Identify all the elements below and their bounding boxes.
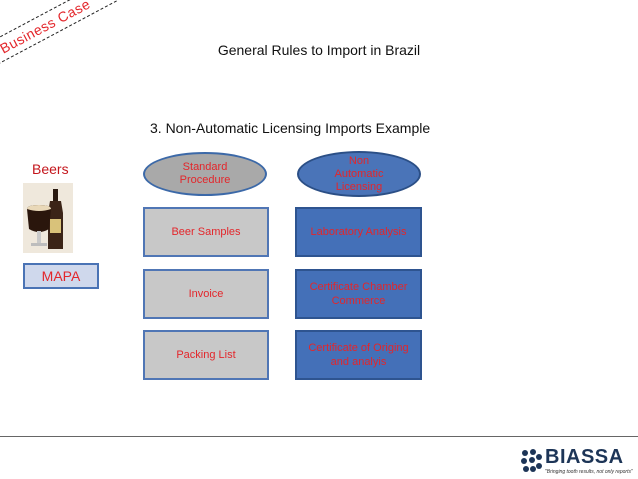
- logo-name: BIASSA: [545, 446, 624, 468]
- licensing-item-laboratory-analysis: Laboratory Analysis: [295, 207, 422, 257]
- standard-procedure-header: Standard Procedure: [143, 152, 267, 196]
- logo-tagline: "Bringing tooth results, not only report…: [545, 469, 633, 475]
- standard-item-label: Invoice: [188, 288, 224, 300]
- standard-item-label: Packing List: [176, 349, 236, 361]
- section-subtitle: 3. Non-Automatic Licensing Imports Examp…: [150, 120, 431, 136]
- licensing-item-label: Certificate Chamber Commerce: [309, 281, 408, 307]
- standard-item-beer-samples: Beer Samples: [143, 207, 269, 257]
- standard-item-invoice: Invoice: [143, 269, 269, 319]
- non-automatic-label: Non Automatic Licensing: [334, 154, 384, 193]
- agency-box: MAPA: [23, 263, 99, 289]
- footer-divider: [0, 436, 638, 437]
- licensing-item-certificate-chamber: Certificate Chamber Commerce: [295, 269, 422, 319]
- licensing-item-certificate-origin: Certificate of Origing and analyis: [295, 330, 422, 380]
- page-title: General Rules to Import in Brazil: [217, 42, 421, 58]
- standard-procedure-label: Standard Procedure: [179, 161, 231, 186]
- standard-item-packing-list: Packing List: [143, 330, 269, 380]
- non-automatic-header: Non Automatic Licensing: [297, 151, 421, 197]
- biassa-logo-icon: [521, 449, 542, 472]
- licensing-item-label: Certificate of Origing and analyis: [308, 342, 409, 368]
- business-case-banner: Business Case: [0, 0, 117, 72]
- licensing-item-label: Laboratory Analysis: [310, 226, 407, 238]
- biassa-logo: BIASSA "Bringing tooth results, not only…: [519, 444, 637, 478]
- standard-item-label: Beer Samples: [171, 226, 241, 238]
- beer-image: [23, 183, 73, 253]
- product-label: Beers: [32, 161, 69, 177]
